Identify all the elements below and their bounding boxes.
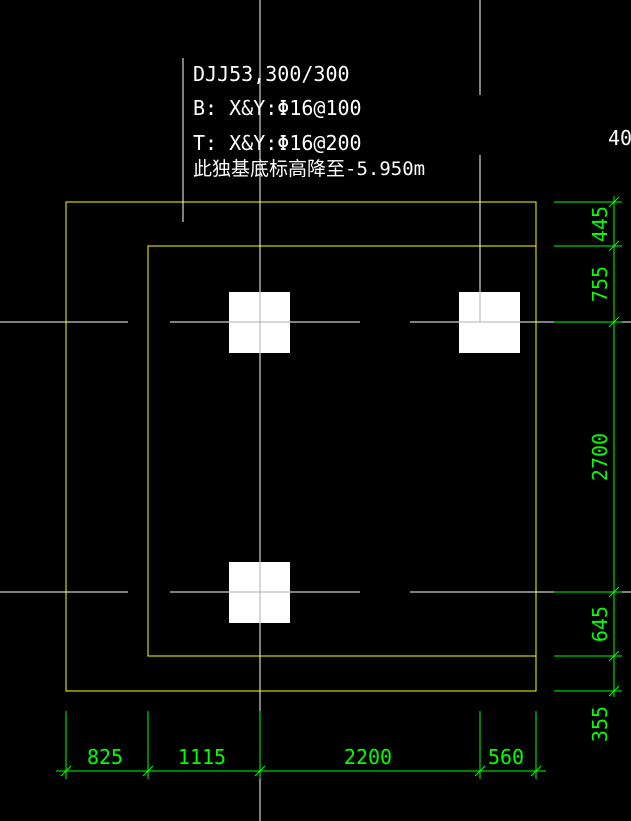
columns [229, 292, 520, 623]
foundation-outer-outline [65, 201, 537, 692]
cut-text: 40 [608, 126, 631, 150]
dim-bottom-4: 560 [488, 745, 524, 769]
bottom-dimension-labels: 825 1115 2200 560 [87, 745, 524, 769]
annotation-line-1: DJJ53,300/300 [193, 62, 350, 86]
foundation-inner-outline [147, 245, 537, 657]
dim-right-3: 2700 [588, 433, 612, 481]
annotation-line-4: 此独基底标高降至-5.950m [193, 158, 425, 180]
dim-right-1: 445 [588, 206, 612, 242]
dim-right-4: 645 [588, 606, 612, 642]
dim-bottom-1: 825 [87, 745, 123, 769]
annotation: DJJ53,300/300 B: X&Y:Φ16@100 T: X&Y:Φ16@… [193, 62, 425, 180]
right-dimension-chain [554, 196, 622, 697]
dim-bottom-3: 2200 [344, 745, 392, 769]
annotation-line-3: T: X&Y:Φ16@200 [193, 131, 362, 155]
bottom-dimension-chain [56, 711, 546, 779]
dim-right-5: 355 [588, 706, 612, 742]
dim-right-2: 755 [588, 266, 612, 302]
dim-bottom-2: 1115 [178, 745, 226, 769]
right-dimension-labels: 445 755 2700 645 355 [588, 206, 612, 742]
column-center-lines [229, 292, 520, 623]
annotation-line-2: B: X&Y:Φ16@100 [193, 96, 362, 120]
